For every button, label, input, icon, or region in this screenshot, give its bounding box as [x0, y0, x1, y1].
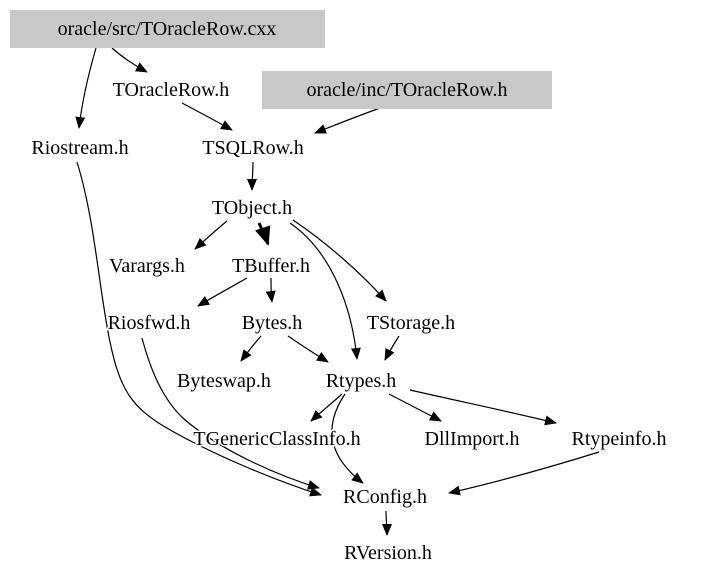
edge-inc-to-tsqlrow — [314, 107, 381, 134]
node-rversion[interactable]: RVersion.h — [343, 541, 434, 566]
edge-cxx-to-toraclerow_h — [111, 47, 148, 73]
edge-tbuffer-to-bytes — [265, 277, 276, 303]
edge-rconfig-to-rversion — [381, 510, 392, 536]
node-rtypeinfo[interactable]: Rtypeinfo.h — [570, 427, 668, 452]
node-byteswap[interactable]: Byteswap.h — [176, 369, 273, 394]
edge-riostream-to-rconfig — [76, 161, 322, 497]
node-varargs[interactable]: Varargs.h — [108, 254, 187, 279]
edge-rtypes-to-rtypeinfo — [409, 389, 557, 426]
node-bytes[interactable]: Bytes.h — [240, 311, 304, 336]
edge-riosfwd-to-rconfig — [141, 337, 320, 490]
node-toraclerow_h[interactable]: TOracleRow.h — [111, 78, 231, 103]
edge-tstorage-to-rtypes — [384, 335, 400, 361]
edges-layer — [75, 47, 600, 536]
edge-tobject-to-tbuffer — [255, 222, 271, 246]
node-tbuffer[interactable]: TBuffer.h — [231, 254, 312, 279]
edge-tobject-to-tstorage — [292, 219, 387, 302]
edge-bytes-to-rtypes — [287, 335, 329, 363]
edge-tsqlrow-to-tobject — [247, 161, 258, 191]
node-box-inc — [262, 71, 552, 109]
node-tobject[interactable]: TObject.h — [210, 196, 293, 221]
edge-cxx-to-riostream — [75, 47, 97, 129]
node-rtypes[interactable]: Rtypes.h — [324, 369, 398, 394]
node-tsqlrow[interactable]: TSQLRow.h — [201, 136, 305, 161]
edge-bytes-to-byteswap — [240, 335, 262, 362]
node-inc: oracle/inc/TOracleRow.h — [306, 79, 507, 101]
edge-rtypes-to-tgeneric — [310, 393, 343, 422]
node-dllimport[interactable]: DllImport.h — [423, 427, 521, 452]
node-box-cxx — [10, 10, 325, 48]
node-rconfig[interactable]: RConfig.h — [342, 485, 429, 510]
edge-rtypeinfo-to-rconfig — [448, 451, 600, 496]
node-tgeneric[interactable]: TGenericClassInfo.h — [192, 427, 362, 452]
node-cxx: oracle/src/TOracleRow.cxx — [58, 18, 277, 40]
node-tstorage[interactable]: TStorage.h — [365, 311, 456, 336]
edge-tobject-to-varargs — [194, 220, 228, 250]
edge-toraclerow_h-to-tsqlrow — [181, 102, 233, 131]
node-riosfwd[interactable]: Riosfwd.h — [106, 311, 192, 336]
edge-tbuffer-to-riosfwd — [197, 277, 248, 307]
edge-tobject-to-rtypes — [289, 222, 361, 360]
node-riostream[interactable]: Riostream.h — [30, 136, 130, 161]
edge-rtypes-to-rconfig — [331, 393, 364, 484]
edge-rtypes-to-dllimport — [388, 393, 442, 422]
